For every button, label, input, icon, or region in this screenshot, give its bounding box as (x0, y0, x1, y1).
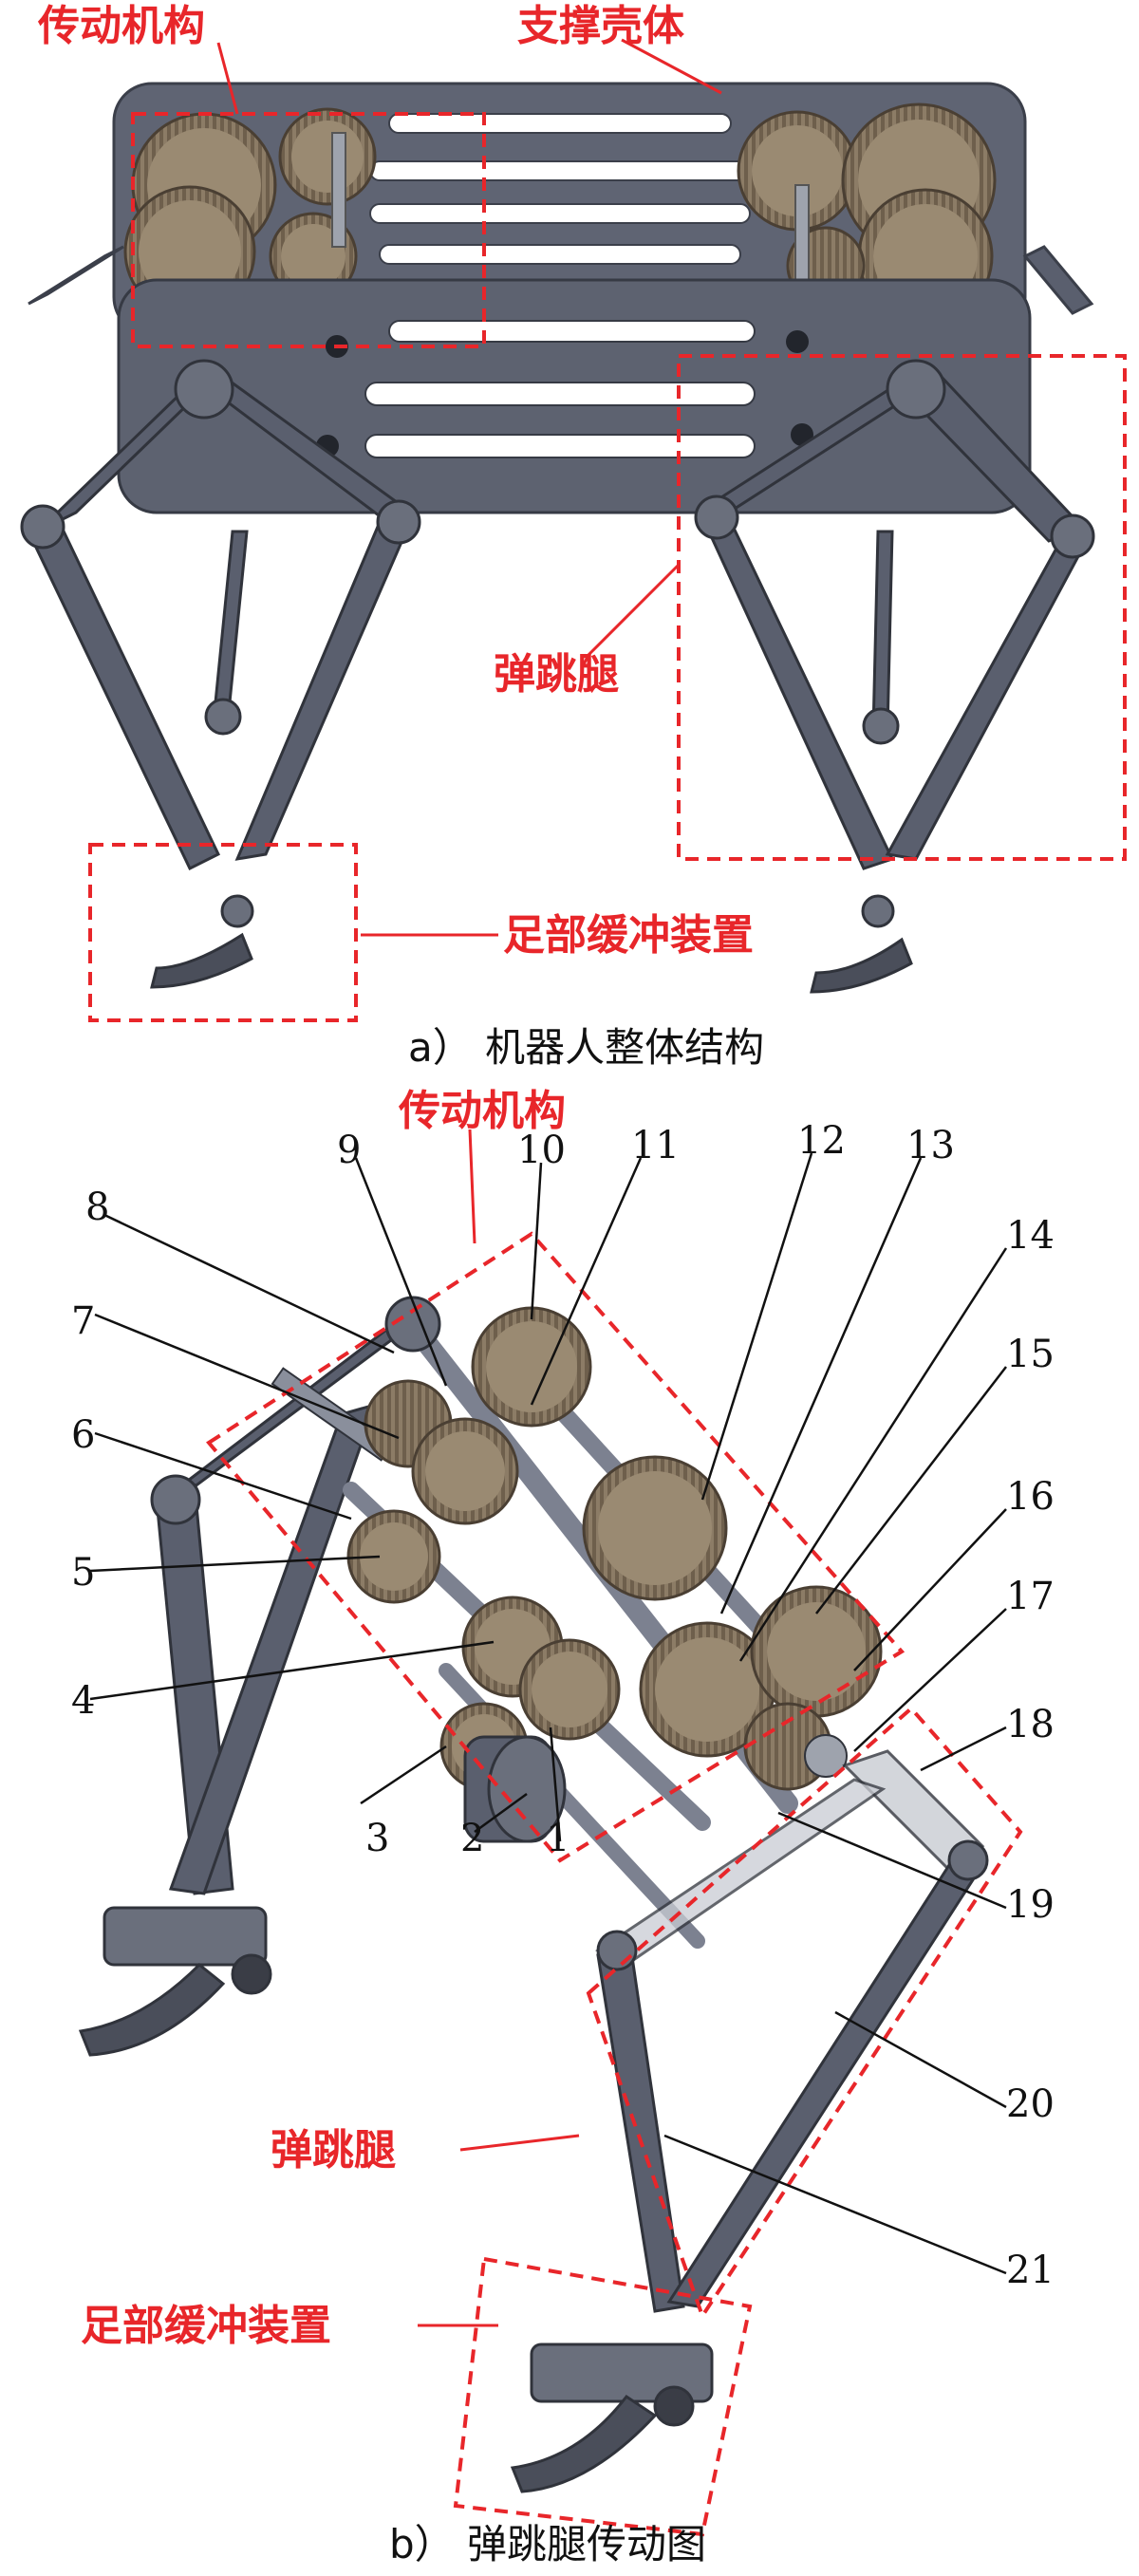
figure-b-leg-transmission: 1 2 3 4 5 6 7 8 9 10 11 12 13 14 15 16 1… (0, 1082, 1139, 2572)
label-transmission-b: 传动机构 (398, 1087, 566, 1135)
box-jumping-leg (677, 354, 1127, 861)
number-labels: 1 2 3 4 5 6 7 8 9 10 11 12 13 14 15 16 1… (71, 1119, 1055, 2292)
num-13: 13 (906, 1124, 955, 1167)
label-jumping-leg: 弹跳腿 (494, 650, 619, 699)
num-17: 17 (1006, 1575, 1055, 1618)
num-7: 7 (71, 1299, 95, 1343)
box-transmission-b (206, 1231, 906, 1863)
number-leaders (89, 1152, 1008, 2275)
num-9: 9 (337, 1129, 361, 1172)
label-jumping-leg-b: 弹跳腿 (271, 2126, 396, 2175)
num-5: 5 (71, 1551, 95, 1595)
num-12: 12 (797, 1119, 846, 1163)
num-19: 19 (1006, 1883, 1055, 1927)
annotation-boxes-b (206, 1231, 1023, 2537)
annotation-boxes (88, 112, 1127, 1022)
figure-a-drawing: 传动机构 支撑壳体 弹跳腿 足部缓冲装置 a） 机器人整体结构 (20, 2, 1127, 1071)
jumping-leg-left (20, 359, 421, 989)
box-foot-buffer (88, 843, 358, 1022)
caption-b: b） 弹跳腿传动图 (389, 2521, 706, 2567)
box-transmission (131, 112, 486, 348)
caption-a: a） 机器人整体结构 (408, 1024, 764, 1071)
legs-back (28, 245, 1094, 315)
label-transmission: 传动机构 (37, 2, 205, 50)
transmission-assembly (271, 1296, 883, 1949)
num-16: 16 (1006, 1475, 1055, 1519)
num-21: 21 (1006, 2249, 1055, 2292)
figure-a-overall-structure: 传动机构 支撑壳体 弹跳腿 足部缓冲装置 a） 机器人整体结构 (0, 0, 1139, 1082)
num-6: 6 (71, 1413, 95, 1457)
gears-left (123, 107, 377, 318)
num-14: 14 (1006, 1214, 1055, 1258)
num-3: 3 (365, 1817, 389, 1860)
jumping-leg-right (694, 359, 1095, 994)
label-foot-buffer: 足部缓冲装置 (503, 911, 754, 960)
label-foot-buffer-b: 足部缓冲装置 (81, 2302, 331, 2350)
label-support-shell: 支撑壳体 (517, 2, 684, 50)
figure-b-drawing: 1 2 3 4 5 6 7 8 9 10 11 12 13 14 15 16 1… (71, 1087, 1055, 2567)
right-leg-b (510, 1749, 989, 2493)
leader-lines-b (418, 1129, 580, 2327)
box-foot-buffer-b (453, 2256, 753, 2537)
num-15: 15 (1006, 1333, 1055, 1376)
num-11: 11 (631, 1124, 680, 1167)
num-20: 20 (1006, 2082, 1055, 2126)
num-1: 1 (546, 1817, 570, 1860)
leader-lines (216, 38, 722, 937)
num-10: 10 (517, 1129, 566, 1172)
num-2: 2 (460, 1817, 484, 1860)
num-8: 8 (85, 1185, 109, 1229)
num-4: 4 (71, 1679, 95, 1723)
box-jumping-leg-b (586, 1706, 1023, 2321)
num-18: 18 (1006, 1703, 1055, 1746)
